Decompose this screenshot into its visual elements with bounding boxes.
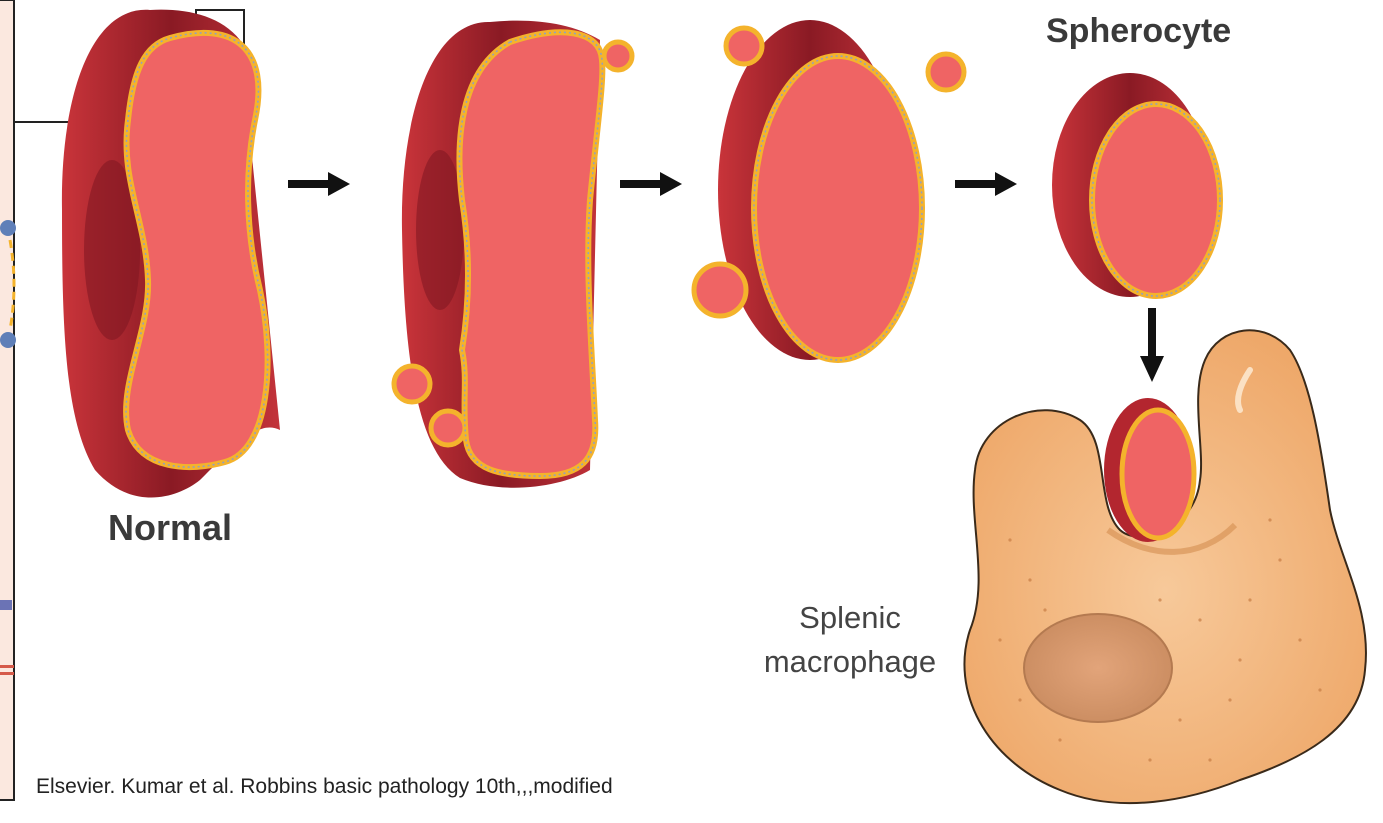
arrow-right-icon bbox=[620, 172, 682, 196]
left-panel bbox=[0, 0, 16, 800]
label-spherocyte: Spherocyte bbox=[1046, 12, 1231, 51]
vesiculating-rbc bbox=[694, 20, 964, 360]
label-splenic-line1: Splenic bbox=[745, 596, 955, 640]
arrow-down-icon bbox=[1140, 308, 1164, 382]
source-credit: Elsevier. Kumar et al. Robbins basic pat… bbox=[36, 775, 613, 799]
label-splenic-macrophage: Splenic macrophage bbox=[745, 596, 955, 684]
normal-rbc bbox=[62, 10, 280, 498]
label-normal: Normal bbox=[108, 507, 232, 549]
spherocyte-cell bbox=[1052, 73, 1220, 297]
budding-rbc bbox=[394, 21, 632, 488]
arrow-right-icon bbox=[288, 172, 350, 196]
label-splenic-line2: macrophage bbox=[745, 640, 955, 684]
arrow-right-icon bbox=[955, 172, 1017, 196]
splenic-macrophage bbox=[964, 330, 1366, 803]
